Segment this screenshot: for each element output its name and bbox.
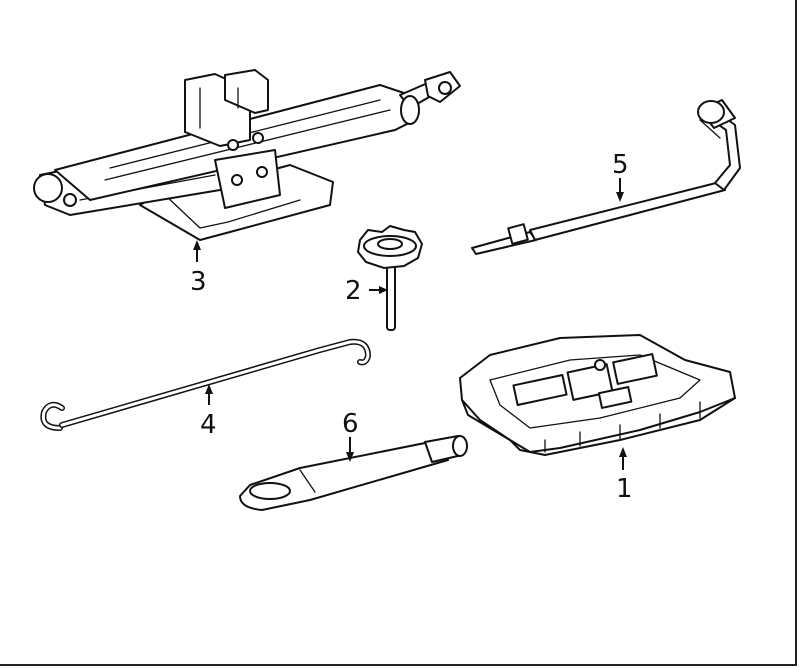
callout-1: 1 [616, 474, 633, 504]
scissor-jack-illustration [33, 69, 461, 241]
leader-lines [193, 178, 627, 470]
callout-5: 5 [612, 150, 629, 180]
callout-6: 6 [342, 409, 359, 439]
callout-3: 3 [190, 267, 207, 297]
jack-handle-rod-illustration [40, 338, 371, 431]
tow-eye-hook-illustration [239, 435, 468, 511]
jack-crank-handle-illustration [471, 99, 741, 255]
callout-4: 4 [200, 410, 217, 440]
jack-tray-illustration [459, 334, 736, 456]
callout-2: 2 [345, 276, 362, 306]
hold-down-bolt-illustration [357, 225, 423, 331]
